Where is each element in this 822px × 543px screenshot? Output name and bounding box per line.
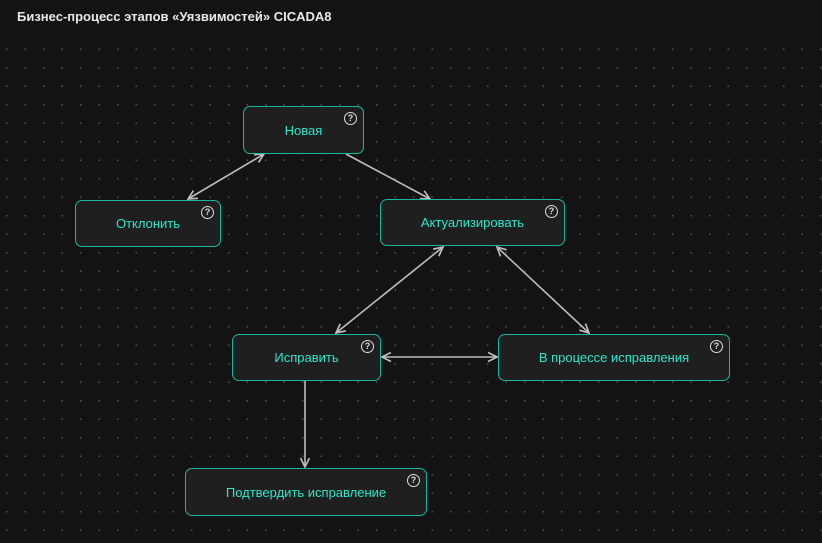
help-icon[interactable]: ? xyxy=(545,205,558,218)
node-label: Исправить xyxy=(274,350,339,365)
node-in-progress[interactable]: В процессе исправления ? xyxy=(498,334,730,381)
node-fix[interactable]: Исправить ? xyxy=(232,334,381,381)
help-icon[interactable]: ? xyxy=(344,112,357,125)
edge-new-actualize xyxy=(345,153,430,199)
help-icon[interactable]: ? xyxy=(710,340,723,353)
node-label: Новая xyxy=(284,122,323,138)
help-icon[interactable]: ? xyxy=(361,340,374,353)
help-icon[interactable]: ? xyxy=(407,474,420,487)
help-icon[interactable]: ? xyxy=(201,206,214,219)
node-reject[interactable]: Отклонить ? xyxy=(75,200,221,247)
page-title: Бизнес-процесс этапов «Уязвимостей» CICA… xyxy=(17,9,332,24)
node-confirm[interactable]: Подтвердить исправление ? xyxy=(185,468,427,516)
node-label: В процессе исправления xyxy=(538,350,690,365)
edge-actualize-fix xyxy=(336,247,443,333)
node-label: Актуализировать xyxy=(420,215,525,230)
node-new[interactable]: Новая ? xyxy=(243,106,364,154)
edge-new-reject xyxy=(188,154,264,199)
node-label: Отклонить xyxy=(115,216,181,231)
node-label: Подтвердить исправление xyxy=(225,484,387,500)
node-actualize[interactable]: Актуализировать ? xyxy=(380,199,565,246)
edge-actualize-inprogress xyxy=(497,247,589,333)
